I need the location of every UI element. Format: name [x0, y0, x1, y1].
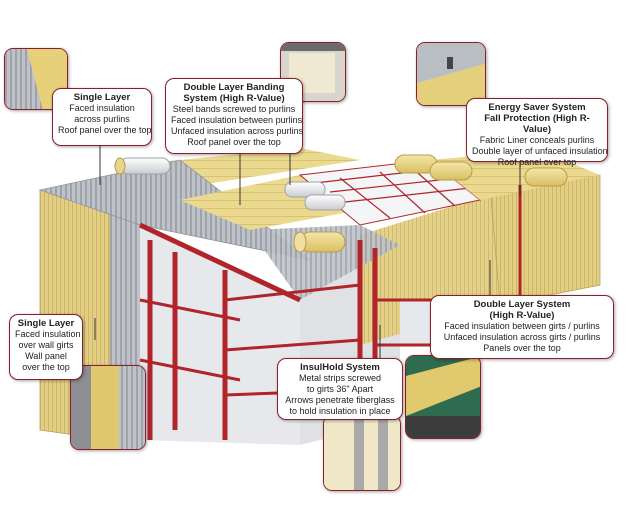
photo-single-layer-wall: [70, 365, 146, 450]
callout-line: Faced insulation between purlins: [171, 115, 303, 125]
callout-title: Double Layer System: [473, 299, 571, 310]
photo-energy-saver: [416, 42, 486, 106]
front-wall-liner: [140, 225, 300, 445]
callout-line: over wall girts: [18, 340, 74, 350]
callout-line: across purlins: [74, 114, 130, 124]
callout-single-layer-wall: Single Layer Faced insulation over wall …: [9, 314, 83, 380]
callout-title: InsulHold System: [300, 362, 380, 373]
callout-line: Faced insulation: [69, 103, 135, 113]
callout-title: Single Layer: [17, 318, 75, 329]
callout-line: Wall panel: [25, 351, 67, 361]
callout-energy-saver: Energy Saver System Fall Protection (Hig…: [466, 98, 608, 167]
right-wall-gable: [489, 174, 601, 306]
callout-line: Panels over the top: [483, 343, 561, 353]
roof-insulation-right: [430, 150, 600, 200]
callout-line: Unfaced insulation across purlins: [171, 126, 304, 136]
callout-line: Faced insulation: [15, 329, 81, 339]
callout-line: Metal strips screwed: [298, 373, 382, 383]
callout-line: Fabric Liner conceals purlins: [479, 135, 595, 145]
callout-line: Steel bands screwed to purlins: [172, 104, 296, 114]
callout-line: Roof panel over the top: [58, 125, 152, 135]
callout-line: Double layer of unfaced insulation: [472, 146, 608, 156]
callout-double-layer-banding: Double Layer Banding System (High R-Valu…: [165, 78, 303, 154]
callout-line: Arrows penetrate fiberglass: [285, 395, 395, 405]
callout-line: Unfaced insulation across girts / purlin…: [443, 332, 601, 342]
callout-title: Fall Protection (High R-Value): [484, 113, 590, 135]
leader-lines: [94, 145, 521, 362]
photo-double-layer-system: [405, 355, 481, 439]
callout-line: over the top: [22, 362, 70, 372]
callout-double-layer-system: Double Layer System (High R-Value) Faced…: [430, 295, 614, 359]
callout-line: to hold insulation in place: [289, 406, 391, 416]
callout-title: System (High R-Value): [183, 93, 285, 104]
callout-line: to girts 36" Apart: [306, 384, 374, 394]
insulation-rolls: [114, 154, 568, 253]
callout-insulhold: InsulHold System Metal strips screwed to…: [277, 358, 403, 420]
callout-title: Energy Saver System: [488, 102, 586, 113]
callout-title: (High R-Value): [489, 310, 555, 321]
callout-title: Single Layer: [73, 92, 131, 103]
callout-line: Roof panel over top: [497, 157, 577, 167]
photo-insulhold: [323, 415, 401, 491]
callout-single-layer-roof: Single Layer Faced insulation across pur…: [52, 88, 152, 146]
callout-title: Double Layer Banding: [183, 82, 285, 93]
callout-line: Faced insulation between girts / purlins: [444, 321, 600, 331]
callout-line: Roof panel over the top: [187, 137, 281, 147]
